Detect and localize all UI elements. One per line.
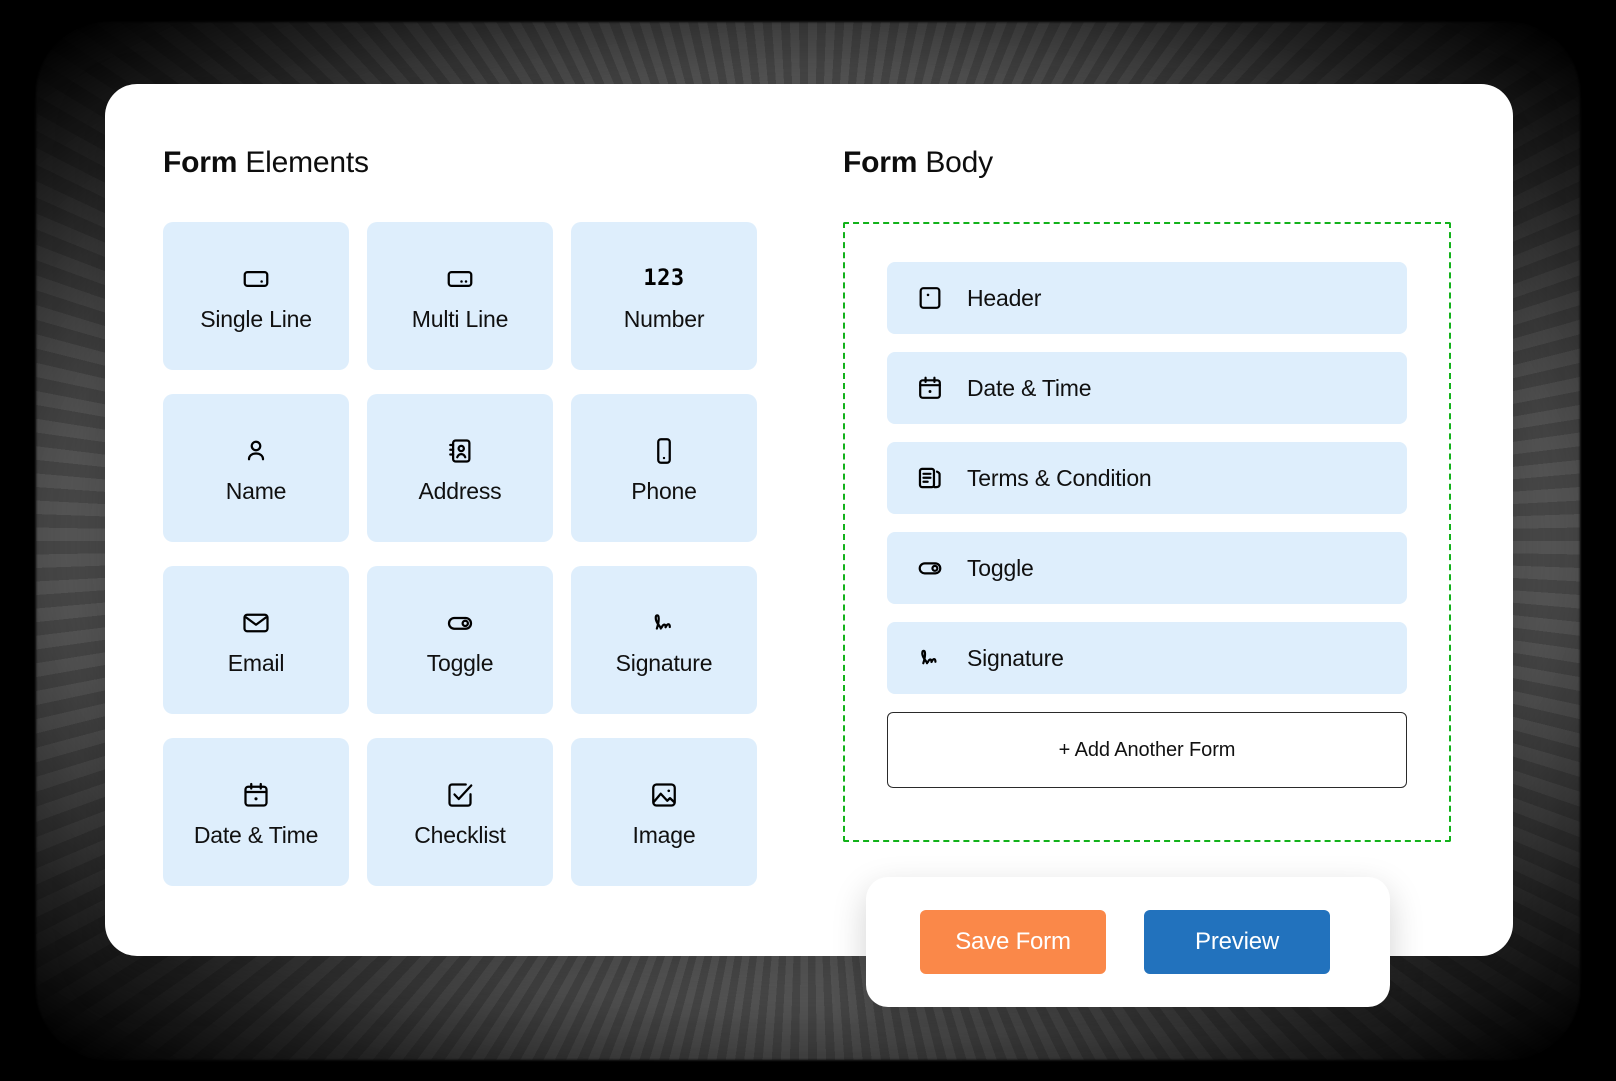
form-builder-card: Form Elements Single Line <box>105 84 1513 956</box>
element-tile-label: Checklist <box>414 821 506 848</box>
element-tile-label: Image <box>632 821 696 848</box>
element-tile-multi-line[interactable]: Multi Line <box>367 222 553 370</box>
form-elements-grid: Single Line Multi Line <box>163 222 805 886</box>
element-tile-name[interactable]: Name <box>163 394 349 542</box>
image-icon <box>649 778 679 812</box>
form-body-row-signature[interactable]: Signature <box>887 622 1407 694</box>
element-tile-toggle[interactable]: Toggle <box>367 566 553 714</box>
form-body-row-label: Toggle <box>967 554 1034 581</box>
checkbox-checked-icon <box>445 778 475 812</box>
element-tile-phone[interactable]: Phone <box>571 394 757 542</box>
form-elements-title-rest: Elements <box>237 146 369 179</box>
single-line-icon <box>241 262 271 296</box>
preview-button[interactable]: Preview <box>1144 910 1330 974</box>
element-tile-label: Single Line <box>200 305 312 332</box>
element-tile-signature[interactable]: Signature <box>571 566 757 714</box>
form-body-row-label: Signature <box>967 644 1064 671</box>
form-body-row-toggle[interactable]: Toggle <box>887 532 1407 604</box>
person-icon <box>241 434 271 468</box>
envelope-icon <box>241 606 271 640</box>
element-tile-label: Number <box>623 305 705 332</box>
toggle-icon <box>445 606 475 640</box>
form-body-pane: Form Body Header <box>805 84 1513 956</box>
form-body-row-terms-condition[interactable]: Terms & Condition <box>887 442 1407 514</box>
form-action-bar: Save Form Preview <box>866 877 1390 1007</box>
element-tile-label: Signature <box>615 649 713 676</box>
header-block-icon <box>915 283 945 313</box>
multi-line-icon <box>445 262 475 296</box>
form-body-row-date-time[interactable]: Date & Time <box>887 352 1407 424</box>
number-123-glyph: 123 <box>643 266 685 291</box>
form-body-row-label: Terms & Condition <box>967 464 1152 491</box>
phone-icon <box>649 434 679 468</box>
element-tile-label: Phone <box>631 477 697 504</box>
form-body-title: Form Body <box>843 146 1451 180</box>
element-tile-label: Toggle <box>426 649 494 676</box>
form-elements-title: Form Elements <box>163 146 805 180</box>
form-body-row-label: Header <box>967 284 1042 311</box>
form-body-dropzone[interactable]: Header Date & Time <box>843 222 1451 842</box>
form-body-row-header[interactable]: Header <box>887 262 1407 334</box>
form-elements-pane: Form Elements Single Line <box>105 84 805 956</box>
save-form-button[interactable]: Save Form <box>920 910 1106 974</box>
element-tile-label: Address <box>418 477 502 504</box>
calendar-icon <box>915 373 945 403</box>
element-tile-label: Email <box>227 649 285 676</box>
element-tile-image[interactable]: Image <box>571 738 757 886</box>
form-elements-title-bold: Form <box>163 146 238 179</box>
form-body-row-label: Date & Time <box>967 374 1092 401</box>
element-tile-number[interactable]: 123 Number <box>571 222 757 370</box>
signature-icon <box>915 643 945 673</box>
element-tile-checklist[interactable]: Checklist <box>367 738 553 886</box>
element-tile-label: Date & Time <box>193 821 319 848</box>
form-body-title-rest: Body <box>917 146 993 179</box>
add-another-form-button[interactable]: + Add Another Form <box>887 712 1407 788</box>
address-book-icon <box>445 434 475 468</box>
calendar-icon <box>241 778 271 812</box>
element-tile-label: Multi Line <box>411 305 509 332</box>
element-tile-address[interactable]: Address <box>367 394 553 542</box>
element-tile-single-line[interactable]: Single Line <box>163 222 349 370</box>
signature-icon <box>648 606 680 640</box>
document-list-icon <box>915 463 945 493</box>
number-123-icon: 123 <box>643 262 684 296</box>
form-body-title-bold: Form <box>843 146 918 179</box>
toggle-icon <box>915 553 945 583</box>
element-tile-date-time[interactable]: Date & Time <box>163 738 349 886</box>
element-tile-label: Name <box>225 477 287 504</box>
element-tile-email[interactable]: Email <box>163 566 349 714</box>
